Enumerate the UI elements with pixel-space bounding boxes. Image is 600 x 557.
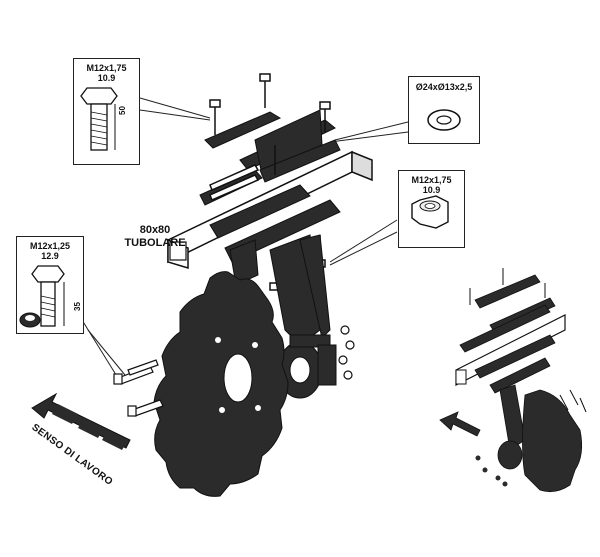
work-direction-arrow <box>31 392 131 450</box>
disc-bolt-grade-label: 12.9 <box>41 251 59 261</box>
disc-bolt-spec-label: M12x1,25 <box>29 241 71 251</box>
callout-nut-m12x175: M12x1,75 10.9 <box>398 170 465 248</box>
washer-spec-label: Ø24xØ13x2,5 <box>415 82 473 92</box>
callout-washer: Ø24xØ13x2,5 <box>408 76 480 144</box>
frame-type-label: TUBOLARE <box>124 237 186 249</box>
leader-lines <box>81 97 409 379</box>
assembled-view <box>439 268 587 493</box>
bolt-spec-label: M12x1,75 <box>86 63 127 73</box>
notched-disc <box>153 271 289 497</box>
disc-bolts <box>113 359 164 417</box>
frame-tube-label: 80x80 TUBOLARE <box>120 224 190 250</box>
callout-bolt-m12x125: M12x1,25 12.9 35 <box>16 236 84 334</box>
u-bolts <box>209 164 260 201</box>
nut-spec-label: M12x1,75 <box>411 175 452 185</box>
nut-grade-label: 10.9 <box>422 185 441 195</box>
bolt-grade-label: 10.9 <box>97 73 116 83</box>
callout-bolt-m12x175: M12x1,75 10.9 50 <box>73 58 140 165</box>
disc-bolt-length-label: 35 <box>73 302 82 311</box>
hub-nuts <box>338 325 355 380</box>
frame-size-label: 80x80 <box>139 224 171 236</box>
bolt-length-label: 50 <box>118 106 127 115</box>
disc-arm <box>269 234 337 399</box>
